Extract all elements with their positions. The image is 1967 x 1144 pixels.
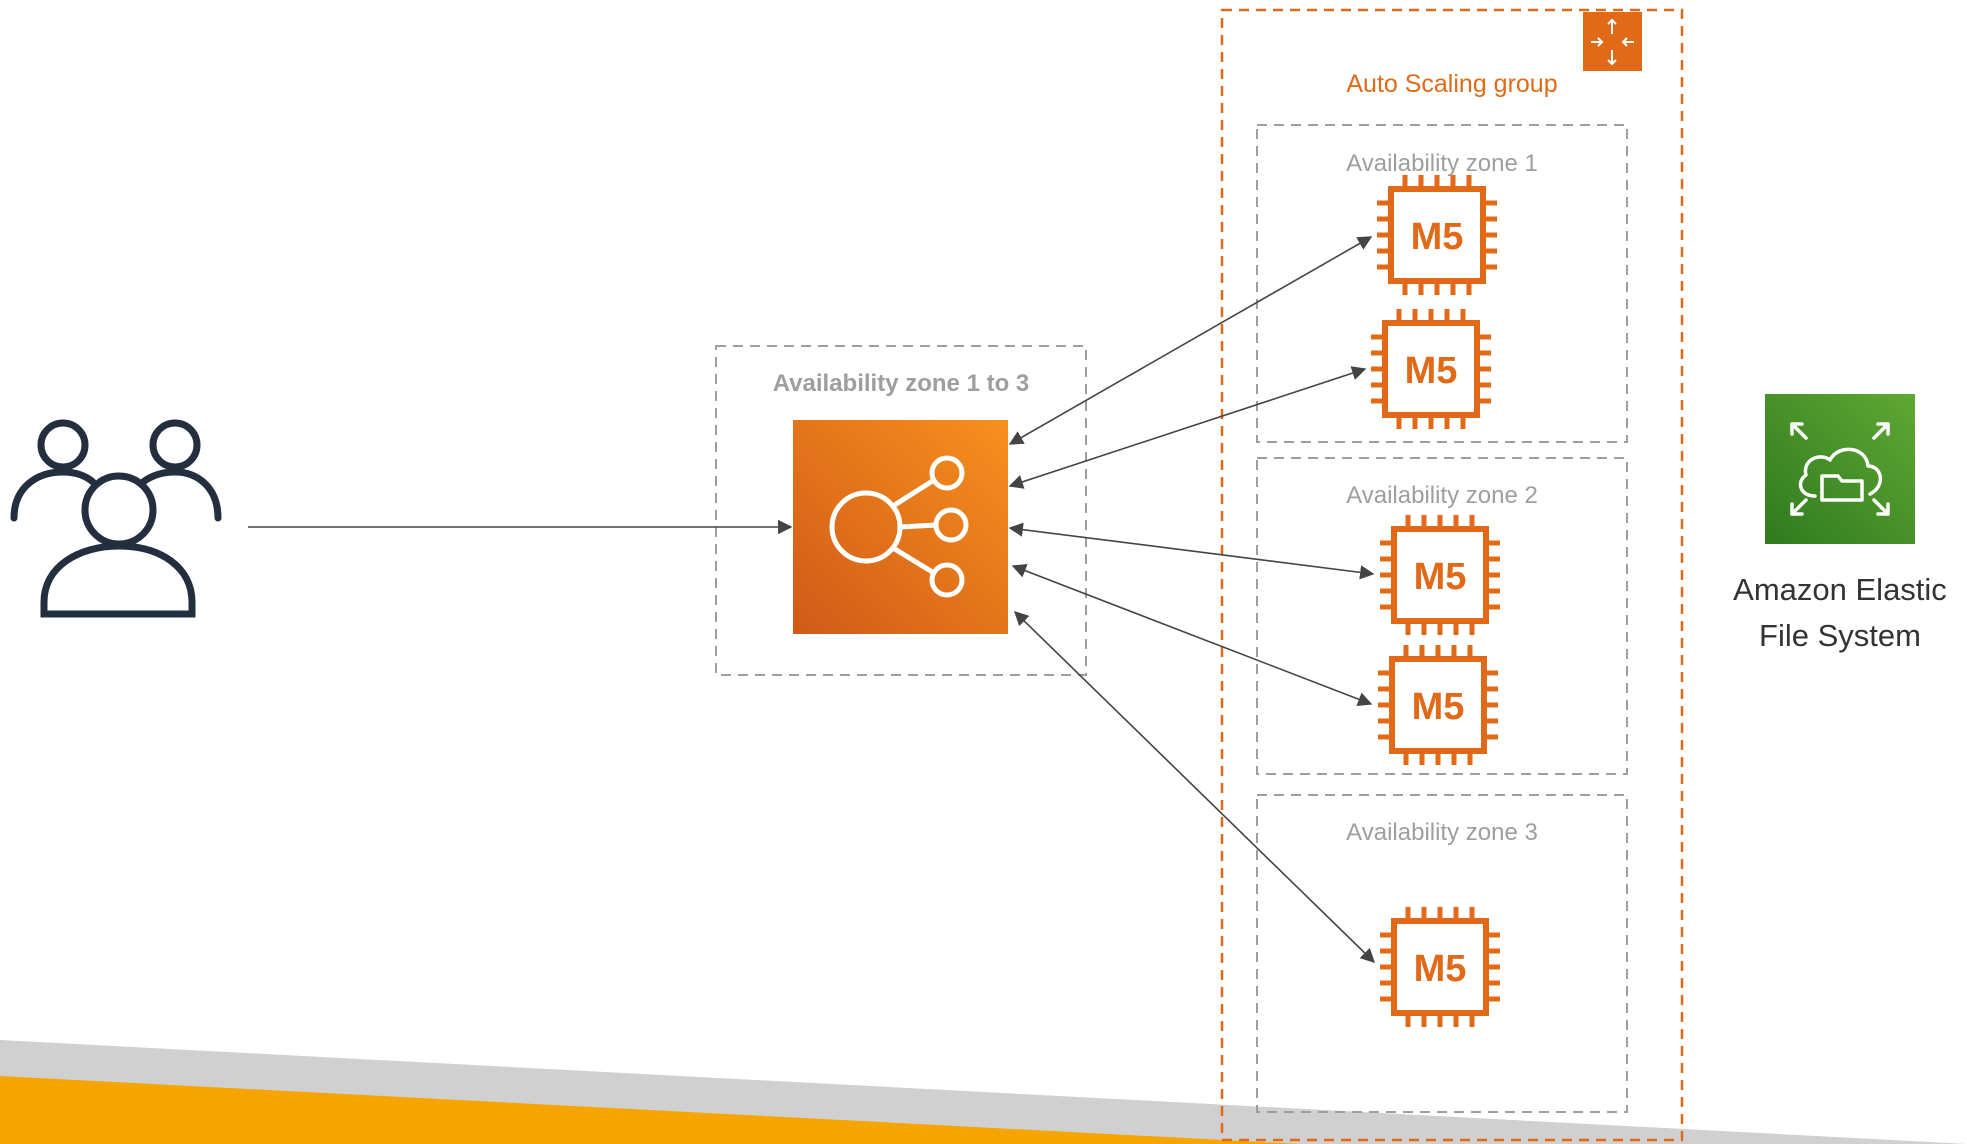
- efs-label-line2: File System: [1759, 618, 1921, 653]
- arrow-lb-instance-2: [1008, 366, 1367, 489]
- m5-instance-label: M5: [1405, 350, 1458, 392]
- auto-scaling-group-box: [1220, 8, 1684, 1142]
- m5-instance-label: M5: [1414, 948, 1467, 990]
- auto-scaling-group-label: Auto Scaling group: [1346, 70, 1557, 98]
- m5-instance-1: M5: [1377, 175, 1497, 295]
- arrow-lb-instance-5: [1013, 610, 1376, 964]
- m5-instance-3: M5: [1380, 515, 1500, 635]
- auto-scaling-icon: [1583, 12, 1642, 71]
- lb-zone-label: Availability zone 1 to 3: [773, 370, 1030, 397]
- elastic-load-balancer-icon: [793, 420, 1008, 634]
- m5-instance-label: M5: [1411, 216, 1464, 258]
- arrow-lb-instance-3: [1008, 522, 1375, 580]
- m5-instance-label: M5: [1414, 556, 1467, 598]
- m5-instance-4: M5: [1378, 645, 1498, 765]
- efs-icon: [1765, 394, 1915, 544]
- arrow-lb-instance-1: [1008, 236, 1373, 445]
- footer-banner: [0, 1040, 1967, 1144]
- m5-instance-5: M5: [1380, 907, 1500, 1027]
- zone-1-label: Availability zone 1: [1346, 150, 1538, 177]
- lb-zone-box: [715, 345, 1087, 676]
- m5-instance-2: M5: [1371, 309, 1491, 429]
- m5-instance-label: M5: [1412, 686, 1465, 728]
- zone-2-label: Availability zone 2: [1346, 482, 1538, 509]
- efs-label-line1: Amazon Elastic: [1733, 572, 1947, 607]
- arrow-lb-instance-4: [1011, 563, 1373, 707]
- zone-3-label: Availability zone 3: [1346, 819, 1538, 846]
- users-icon: [10, 419, 222, 618]
